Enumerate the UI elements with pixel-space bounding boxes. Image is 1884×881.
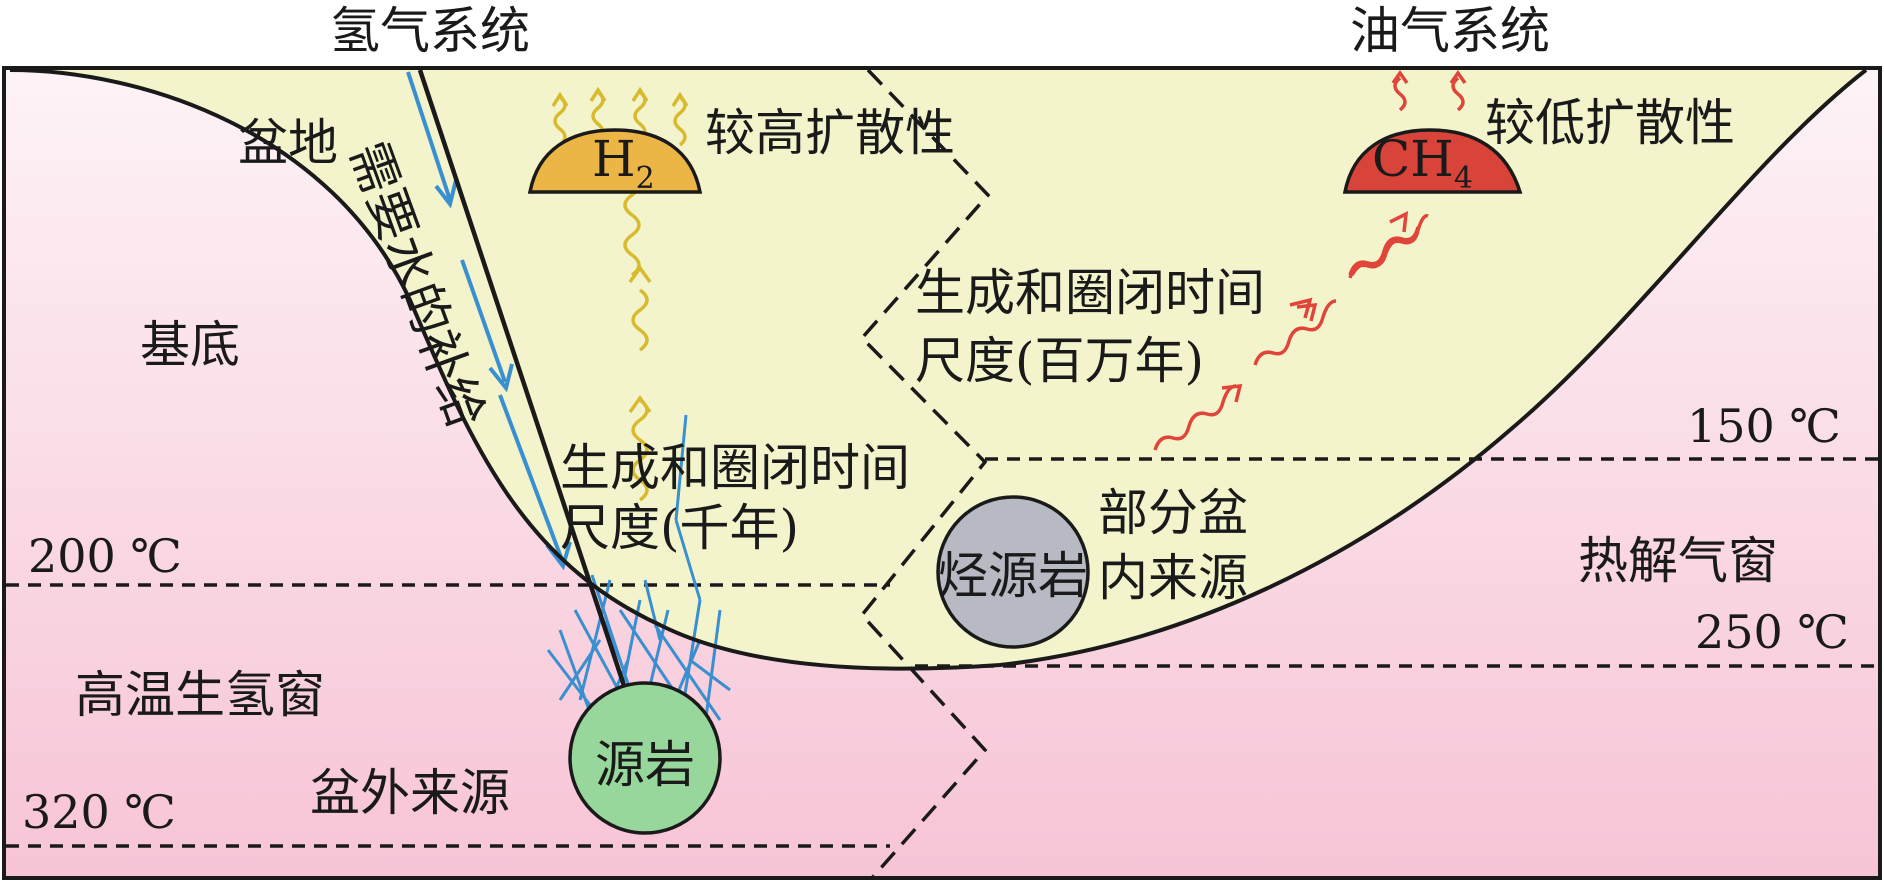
fracture-network [674, 414, 702, 601]
basin-label: 盆地 [238, 114, 338, 172]
partial-source-line1: 部分盆 [1098, 484, 1248, 542]
basin-outline [9, 68, 1868, 671]
fault-line [417, 69, 641, 729]
temp-320-label: 320 ℃ [22, 785, 176, 839]
gen-time-ka-line2: 尺度(千年) [560, 499, 799, 557]
ch4-migration-waves [1153, 69, 1467, 451]
temperature-isotherms [6, 457, 1880, 848]
partial-source-line2: 内来源 [1098, 549, 1248, 607]
basin-fill [10, 70, 1866, 669]
high-diffusivity-label: 较高扩散性 [705, 104, 955, 162]
oil-gas-system-title: 油气系统 [1350, 2, 1550, 60]
h2-gas-cap [527, 128, 703, 194]
water-supply-arrows [406, 71, 572, 571]
low-diffusivity-label: 较低扩散性 [1485, 94, 1735, 152]
ch4-gas-cap [1342, 128, 1523, 194]
high-temp-h2-window-label: 高温生氢窗 [75, 666, 325, 724]
hc-source-rock-label: 烃源岩 [938, 547, 1088, 605]
pyrolysis-window-label: 热解气窗 [1578, 532, 1778, 590]
hydrogen-system-title: 氢气系统 [330, 2, 530, 60]
gen-time-ma-line1: 生成和圈闭时间 [915, 264, 1265, 322]
gen-time-ma-line2: 尺度(百万年) [915, 332, 1204, 390]
ch4-cap-label: CH4 [1372, 130, 1473, 196]
frame-border [2, 66, 1882, 880]
temp-250-label: 250 ℃ [1695, 605, 1849, 659]
temp-200-label: 200 ℃ [28, 529, 182, 583]
basement-label: 基底 [140, 316, 240, 374]
h2-source-rock-label: 源岩 [595, 736, 695, 794]
temp-150-label: 150 ℃ [1687, 399, 1841, 453]
gen-time-ka-line1: 生成和圈闭时间 [560, 439, 910, 497]
system-boundary-dashed [859, 68, 991, 880]
external-source-label: 盆外来源 [310, 764, 510, 822]
hc-source-rock [936, 495, 1090, 649]
h2-cap-label: H2 [592, 130, 655, 196]
h2-source-rock [568, 681, 722, 835]
